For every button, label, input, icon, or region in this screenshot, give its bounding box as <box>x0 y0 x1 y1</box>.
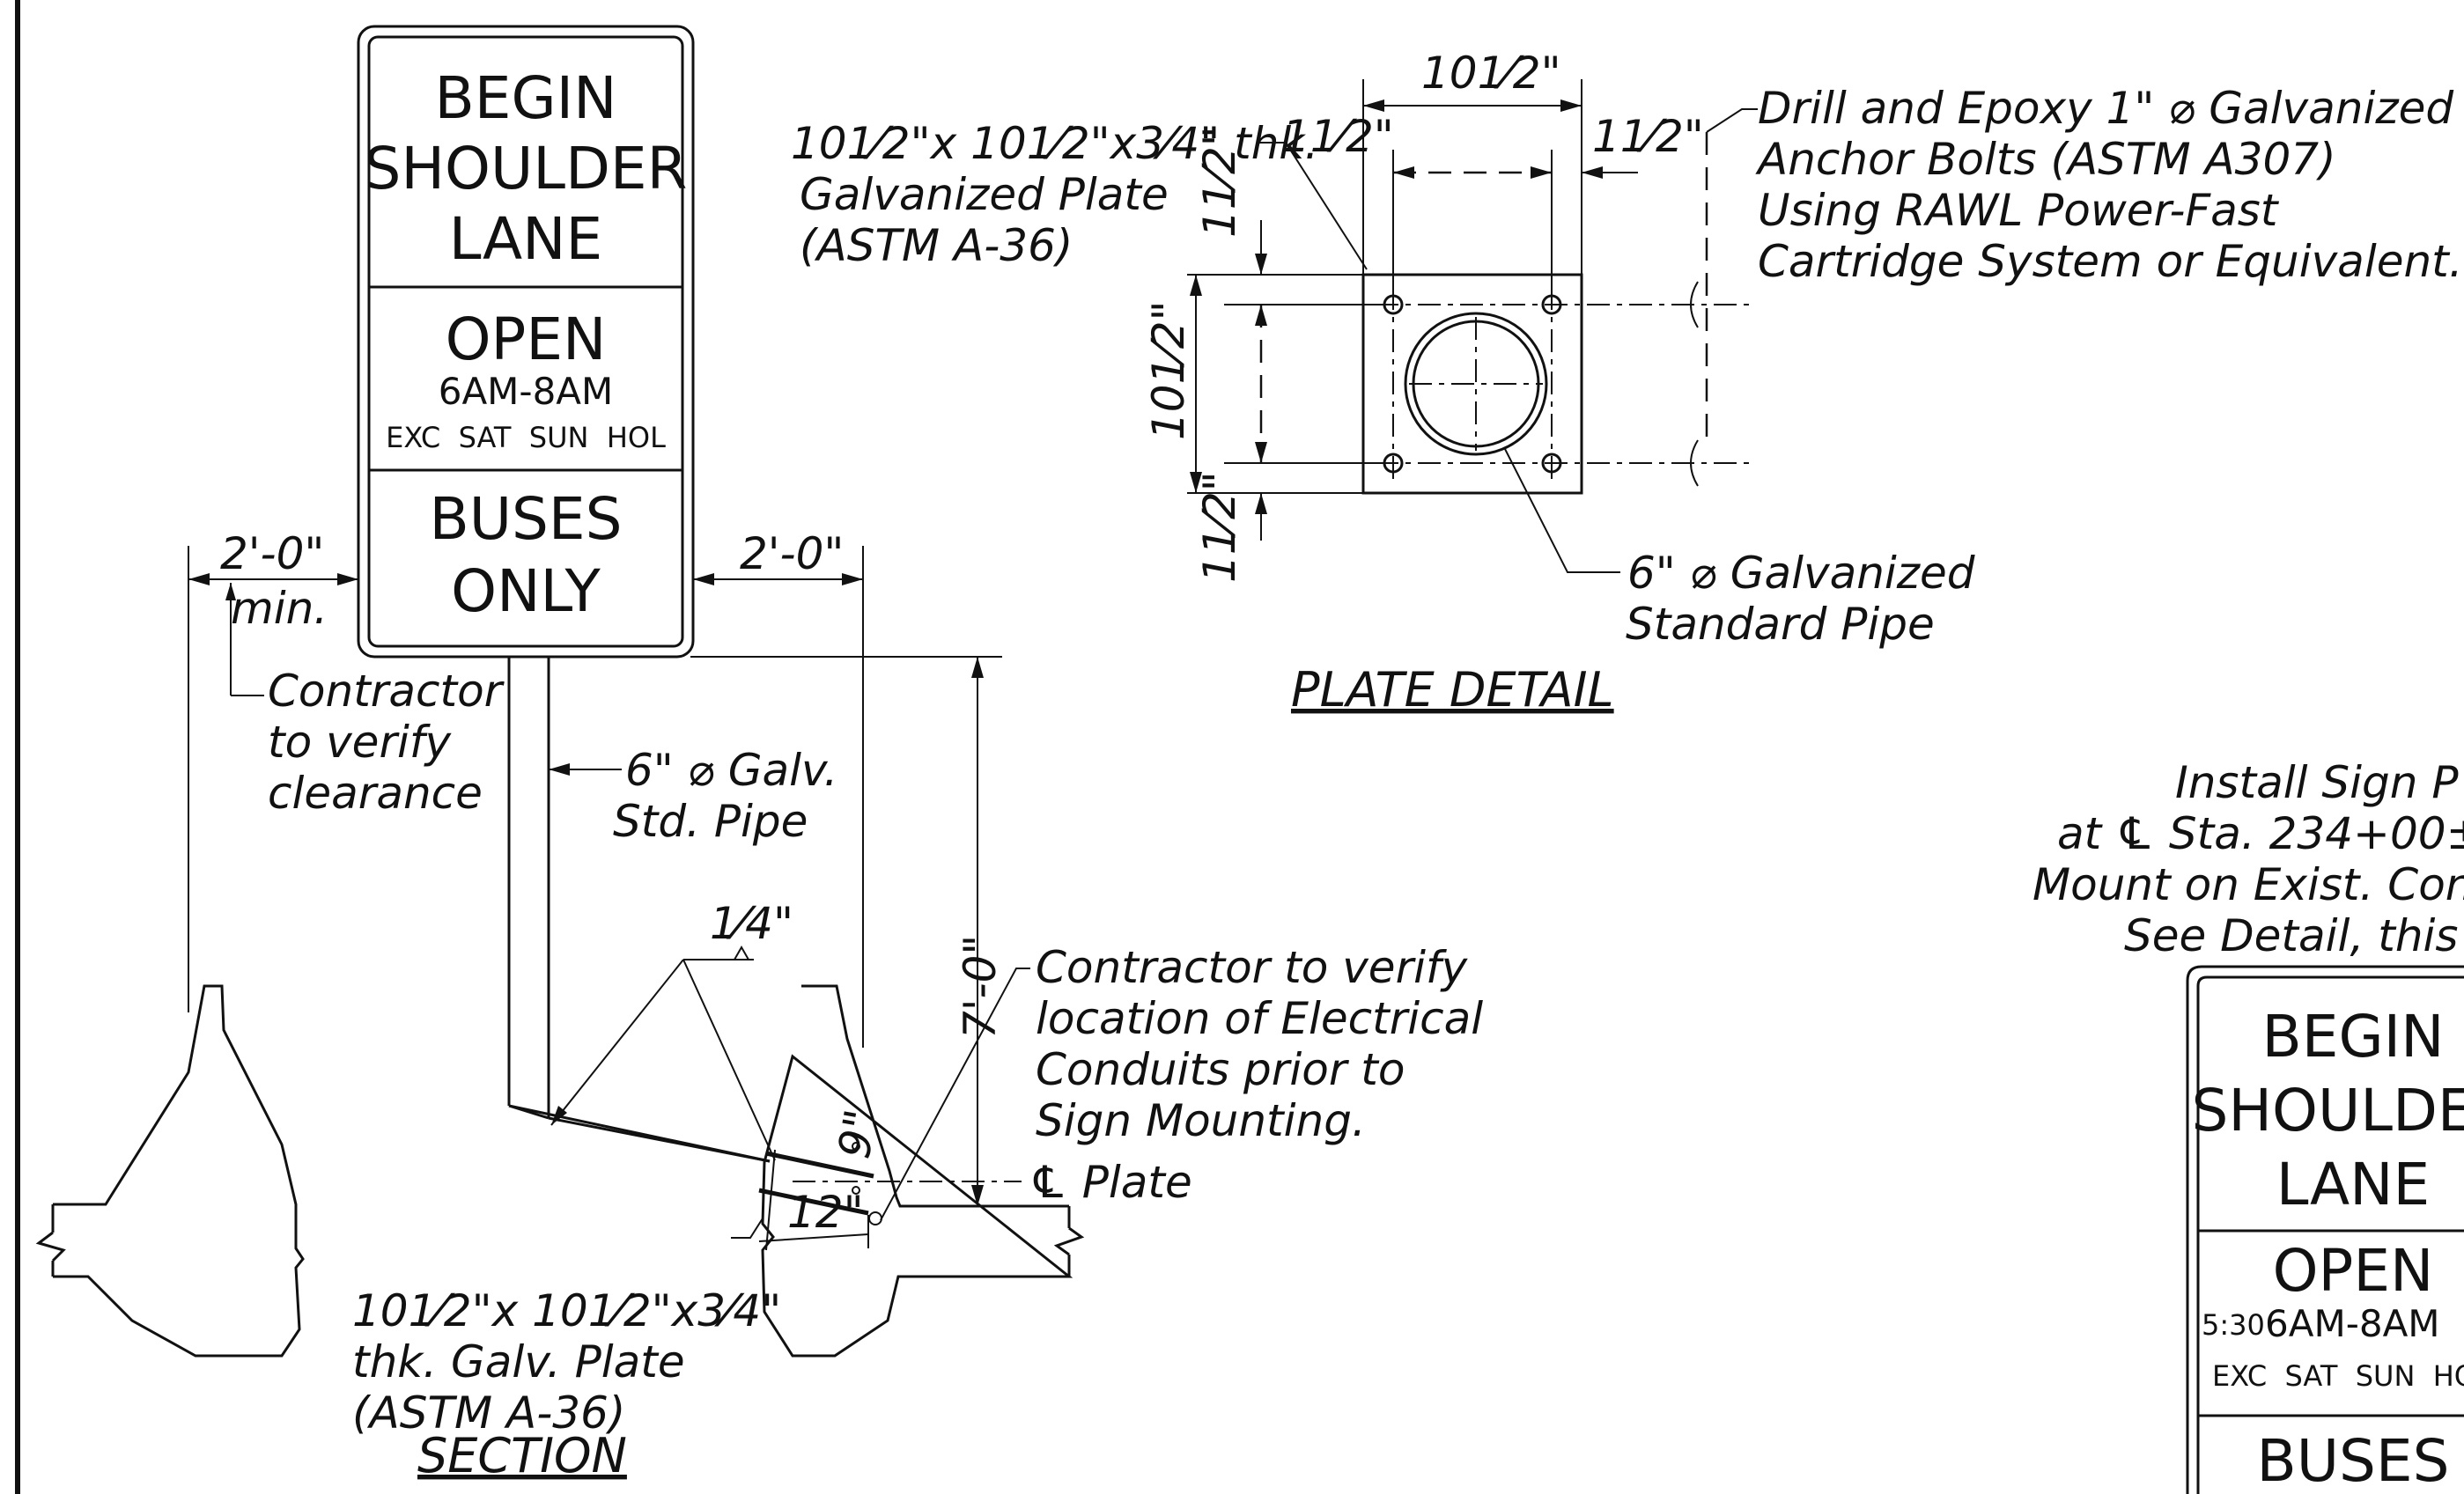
section-sign-buses: BUSES <box>429 485 622 553</box>
plate-note-3: (ASTM A-36) <box>800 220 1073 271</box>
dim-height <box>690 656 1002 1206</box>
conduit-note-4: Sign Mounting. <box>1036 1095 1366 1146</box>
anchor-note-3: Using RAWL Power-Fast <box>1758 185 2280 236</box>
section-sign-only: ONLY <box>451 557 601 625</box>
plate-pipe-note-1: 6" ⌀ Galvanized <box>1627 548 1975 599</box>
section-plate-note-1: 101⁄2"x 101⁄2"x3⁄4" <box>352 1285 781 1336</box>
section-plate-note-3: (ASTM A-36) <box>352 1387 625 1439</box>
section-pipe <box>507 657 771 1163</box>
plate-dim-vert-main: 101⁄2" <box>1143 300 1194 440</box>
clearance-note-3: clearance <box>268 768 483 819</box>
plate-dim-vert-top: 11⁄2" <box>1194 126 1245 238</box>
plate-dim-edge-left: 11⁄2" <box>1282 111 1394 162</box>
right-sign-buses: BUSES <box>2256 1427 2449 1494</box>
weld-size: 1⁄4" <box>710 898 793 949</box>
plate-note-2: Galvanized Plate <box>800 169 1169 220</box>
right-sign-line-2: SHOULDER <box>2192 1077 2464 1144</box>
section-sign-line-1: BEGIN <box>435 64 617 132</box>
section-sign-exceptions: EXC SAT SUN HOL <box>386 421 666 454</box>
dim-right-value: 2'-0" <box>740 528 844 579</box>
right-sign-exceptions: EXC SAT SUN HOL <box>2212 1359 2464 1393</box>
anchor-note-leader <box>1706 108 1758 133</box>
clearance-note-1: Contractor <box>268 666 505 717</box>
right-sign-prefix: 5:30 <box>2202 1308 2265 1342</box>
conduit-note-2: location of Electrical <box>1036 993 1483 1044</box>
plate-dim-vert-bottom: 11⁄2" <box>1194 471 1245 583</box>
dim-left-value: 2'-0" <box>220 528 324 579</box>
section-sign-line-2: SHOULDER <box>365 135 688 202</box>
right-sign-open: OPEN <box>2273 1237 2434 1305</box>
section-base-plate <box>758 1142 882 1251</box>
install-note-3: Mount on Exist. Conc <box>2032 859 2464 910</box>
dim-height-value: 7'-0" <box>955 935 1006 1039</box>
conduit-note-1: Contractor to verify <box>1036 942 1469 993</box>
right-sign: BEGIN SHOULDER LANE OPEN 5:30 6AM-8AM EX… <box>2186 965 2464 1494</box>
section-sign: BEGIN SHOULDER LANE OPEN 6AM-8AM EXC SAT… <box>357 25 695 659</box>
section-sign-hours: 6AM-8AM <box>439 370 614 413</box>
install-note-4: See Detail, this <box>2124 910 2458 961</box>
install-note-1: Install Sign P <box>2175 757 2459 808</box>
plate-dims-vertical <box>1187 220 1384 541</box>
cl-plate-label: ℄ Plate <box>1029 1157 1192 1208</box>
plate-detail-title: PLATE DETAIL <box>1291 662 1614 718</box>
right-sign-hours: 6AM-8AM <box>2265 1302 2440 1345</box>
right-sign-line-3: LANE <box>2276 1151 2431 1218</box>
plate-detail-drawing <box>1361 132 1752 495</box>
dim-12 <box>758 1215 869 1248</box>
conduit-note-3: Conduits prior to <box>1036 1044 1405 1095</box>
anchor-note-4: Cartridge System or Equivalent. <box>1758 236 2463 287</box>
section-sign-open: OPEN <box>446 305 607 373</box>
anchor-note-2: Anchor Bolts (ASTM A307) <box>1755 134 2336 185</box>
right-sign-line-1: BEGIN <box>2262 1003 2445 1071</box>
section-plate-note-2: thk. Galv. Plate <box>352 1336 685 1387</box>
dim-left-min: min. <box>231 583 328 634</box>
section-pipe-note-2: Std. Pipe <box>613 796 808 847</box>
plate-pipe-note-2: Standard Pipe <box>1626 599 1935 650</box>
plate-pipe-leader <box>1503 446 1620 573</box>
dim-9: 9" <box>829 1106 888 1162</box>
section-plate-leader <box>731 1218 764 1239</box>
dim-12-value: 12" <box>787 1187 864 1238</box>
plate-dims-top <box>1362 79 1638 296</box>
anchor-note-1: Drill and Epoxy 1" ⌀ Galvanized <box>1758 83 2453 134</box>
plate-dim-top: 101⁄2" <box>1421 48 1561 99</box>
dim-left-clearance <box>188 546 358 1012</box>
right-barrier <box>761 984 1085 1358</box>
dim-right-clearance <box>693 546 864 1048</box>
conduit-note-leader <box>880 968 1030 1221</box>
plate-note-leader <box>1259 142 1368 270</box>
clearance-note-2: to verify <box>268 717 452 768</box>
plate-dim-edge-right: 11⁄2" <box>1592 111 1704 162</box>
weld-symbol <box>550 945 776 1161</box>
section-pipe-note-1: 6" ⌀ Galv. <box>625 745 837 796</box>
plate-note-1: 101⁄2"x 101⁄2"x3⁄4" thk. <box>791 118 1318 169</box>
left-barrier <box>35 984 305 1358</box>
section-sign-line-3: LANE <box>449 205 603 273</box>
install-note-2: at ℄ Sta. 234+00± ( <box>2057 808 2464 859</box>
section-title: SECTION <box>417 1428 627 1483</box>
